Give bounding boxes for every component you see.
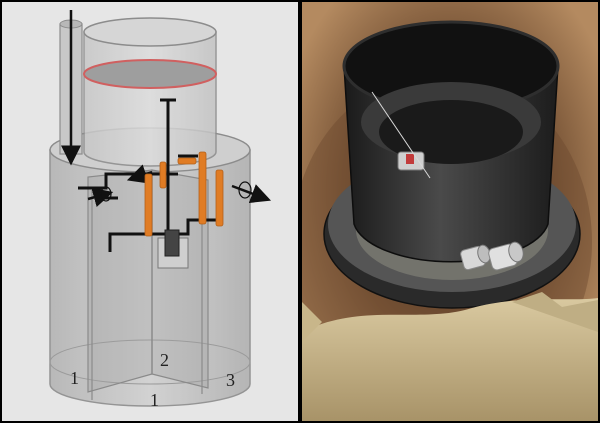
installed-tank-illustration (302, 2, 598, 421)
aeration-pipes (144, 151, 224, 237)
chamber-label-3: 3 (226, 370, 235, 390)
inner-pipe-fitting (371, 91, 431, 179)
outlet-pipe-stubs (460, 241, 524, 271)
installed-tank-photo (302, 2, 598, 421)
tank-neck (342, 20, 560, 263)
upper-neck-cylinder (83, 17, 217, 167)
chamber-label-1-bottom: 1 (150, 390, 159, 410)
schematic-diagram-panel: 1 2 3 1 (2, 2, 298, 421)
flow-arrows (87, 164, 272, 207)
pump-unit (157, 229, 189, 269)
chamber-labels: 1 2 3 1 (70, 350, 235, 410)
chamber-label-2: 2 (160, 350, 169, 370)
grass-foreground (302, 292, 598, 421)
chamber-label-1-left: 1 (70, 368, 79, 388)
septic-tank-schematic: 1 2 3 1 (49, 10, 272, 410)
inner-lid (83, 59, 217, 89)
inlet-vertical-pipe (59, 10, 83, 166)
